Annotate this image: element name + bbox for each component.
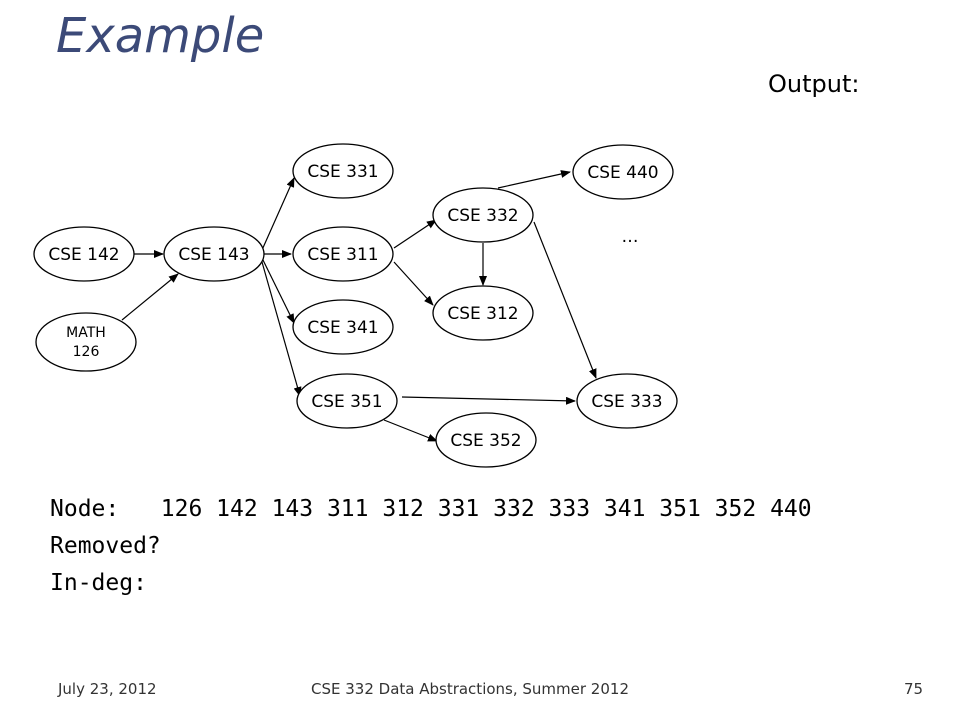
footer-course: CSE 332 Data Abstractions, Summer 2012 [311,680,629,698]
edge-math126-143 [121,273,179,321]
node-cse142 [33,226,135,282]
node-cse341 [292,299,394,355]
node-row-label: Node: [50,496,120,522]
footer-date: July 23, 2012 [58,680,157,698]
node-cse333 [576,373,678,429]
label-cse333: CSE 333 [591,392,662,412]
removed-row-label: Removed? [50,533,161,559]
label-math126-line1: MATH [66,325,106,341]
node-cse351 [296,373,398,429]
edge-143-351 [261,261,302,397]
node-cse311 [292,226,394,282]
slide-title: Example [56,8,265,64]
edge-143-341 [261,257,295,324]
footer-page-number: 75 [904,680,924,698]
label-cse142: CSE 142 [48,245,119,265]
edge-143-331 [261,177,295,251]
edge-351-352 [383,419,438,442]
label-cse143: CSE 143 [178,245,249,265]
label-cse311: CSE 311 [307,245,378,265]
label-cse352: CSE 352 [450,431,521,451]
label-math126-line2: 126 [73,344,100,360]
node-row: Node: 126 142 143 311 312 331 332 333 34… [50,496,812,522]
label-cse332: CSE 332 [447,206,518,226]
edge-332-333 [533,221,597,379]
indeg-row-label: In-deg: [50,570,147,596]
edge-311-332 [393,219,437,249]
output-label: Output: [768,70,860,98]
label-cse440: CSE 440 [587,163,658,183]
node-cse332 [432,187,534,243]
ellipsis-marker: … [622,227,639,247]
label-cse351: CSE 351 [311,392,382,412]
label-cse312: CSE 312 [447,304,518,324]
edge-351-333 [401,396,576,405]
label-cse341: CSE 341 [307,318,378,338]
node-cse312 [432,285,534,341]
edge-311-312 [393,261,434,306]
node-cse440 [572,144,674,200]
node-cse331 [292,143,394,199]
node-cse352 [435,412,537,468]
node-row-values: 126 142 143 311 312 331 332 333 341 351 … [160,496,812,522]
label-cse331: CSE 331 [307,162,378,182]
edge-332-440 [497,170,571,189]
node-cse143 [163,226,265,282]
node-math126 [35,312,137,372]
graph-edges [121,170,597,442]
